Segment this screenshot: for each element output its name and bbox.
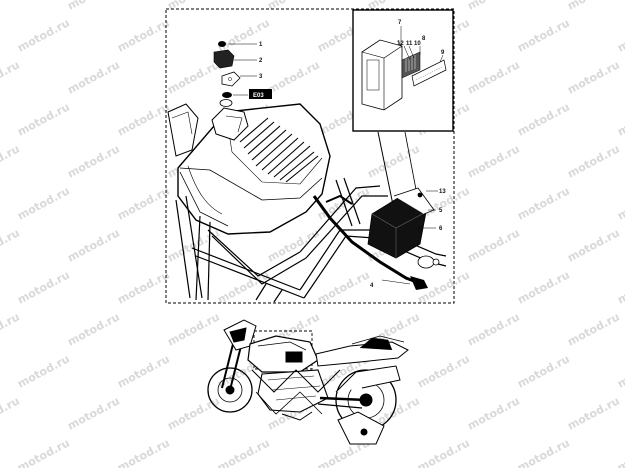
main-frame — [165, 8, 455, 304]
watermark-text: motod.ru — [0, 142, 22, 180]
watermark-text: motod.ru — [115, 436, 172, 468]
watermark-text: motod.ru — [65, 394, 122, 432]
watermark-text: motod.ru — [565, 0, 622, 13]
watermark-text: motod.ru — [115, 268, 172, 306]
watermark-text: motod.ru — [615, 16, 625, 54]
watermark-text: motod.ru — [465, 310, 522, 348]
ref-tag-e03 — [249, 89, 272, 99]
locator-motorcycle — [207, 319, 409, 445]
callout-12: 12 — [397, 41, 404, 47]
watermark-text: motod.ru — [115, 100, 172, 138]
watermark-text: motod.ru — [65, 226, 122, 264]
watermark-text: motod.ru — [465, 394, 522, 432]
watermark-text: motod.ru — [15, 436, 72, 468]
callout-4: 4 — [370, 283, 374, 289]
watermark-text: motod.ru — [115, 352, 172, 390]
watermark-text: motod.ru — [465, 142, 522, 180]
mount-hardware — [213, 41, 272, 107]
watermark-text: motod.ru — [0, 58, 22, 96]
callout-8: 8 — [422, 36, 426, 42]
watermark-text: motod.ru — [265, 58, 322, 96]
callout-1: 1 — [259, 42, 263, 48]
watermark-text: motod.ru — [515, 352, 572, 390]
watermark-text: motod.ru — [515, 268, 572, 306]
watermark-text: motod.ru — [415, 436, 472, 468]
callout-13: 13 — [439, 189, 446, 195]
callout-3: 3 — [259, 74, 263, 80]
watermark-text: motod.ru — [315, 268, 372, 306]
watermark-text: motod.ru — [565, 226, 622, 264]
watermark-text: motod.ru — [615, 184, 625, 222]
callout-5: 5 — [439, 208, 443, 214]
watermark-text: motod.ru — [615, 268, 625, 306]
watermark-text: motod.ru — [15, 352, 72, 390]
watermark-text: motod.ru — [515, 16, 572, 54]
wiring-harness — [312, 194, 428, 290]
ecu-module — [367, 187, 440, 269]
watermark-text: motod.ru — [565, 310, 622, 348]
watermark-text: motod.ru — [0, 226, 22, 264]
watermark-text: motod.ru — [15, 268, 72, 306]
callout-9: 9 — [441, 50, 445, 56]
watermark-text: motod.ru — [215, 16, 272, 54]
watermark-text: motod.ru — [15, 100, 72, 138]
airbox — [167, 103, 331, 235]
detail-inset — [352, 9, 454, 132]
watermark-text: motod.ru — [465, 0, 522, 13]
watermark-text: motod.ru — [65, 58, 122, 96]
watermark-text: motod.ru — [615, 352, 625, 390]
watermark-text: motod.ru — [265, 0, 322, 13]
watermark-text: motod.ru — [15, 184, 72, 222]
ref-tag-label: E03 — [253, 93, 264, 99]
watermark-text: motod.ru — [165, 0, 222, 13]
watermark-text: motod.ru — [165, 394, 222, 432]
callout-6: 6 — [439, 226, 443, 232]
watermark-text: motod.ru — [515, 436, 572, 468]
watermark-text: motod.ru — [65, 310, 122, 348]
watermark-text: motod.ru — [15, 16, 72, 54]
watermark-text: motod.ru — [65, 142, 122, 180]
inset-leader — [377, 131, 394, 206]
watermark-text: motod.ru — [615, 436, 625, 468]
watermark-text: motod.ru — [465, 58, 522, 96]
callout-7: 7 — [398, 20, 402, 26]
watermark-text: motod.ru — [165, 310, 222, 348]
watermark-text: motod.ru — [0, 310, 22, 348]
watermark-text: motod.ru — [0, 0, 22, 13]
watermark-text: motod.ru — [615, 100, 625, 138]
watermark-text: motod.ru — [415, 352, 472, 390]
watermark-text: motod.ru — [565, 394, 622, 432]
watermark-text: motod.ru — [515, 184, 572, 222]
watermark-text: motod.ru — [0, 394, 22, 432]
watermark-text: motod.ru — [165, 58, 222, 96]
watermark-text: motod.ru — [465, 226, 522, 264]
watermark-text: motod.ru — [115, 184, 172, 222]
watermark-text: motod.ru — [565, 142, 622, 180]
watermark-text: motod.ru — [65, 0, 122, 13]
callout-11: 11 — [406, 41, 413, 47]
callout-2: 2 — [259, 58, 263, 64]
watermark-text: motod.ru — [115, 16, 172, 54]
watermark-text: motod.ru — [515, 100, 572, 138]
watermark-text: motod.ru — [265, 226, 322, 264]
watermark-text: motod.ru — [215, 436, 272, 468]
callout-10: 10 — [414, 41, 421, 47]
watermark-text: motod.ru — [565, 58, 622, 96]
